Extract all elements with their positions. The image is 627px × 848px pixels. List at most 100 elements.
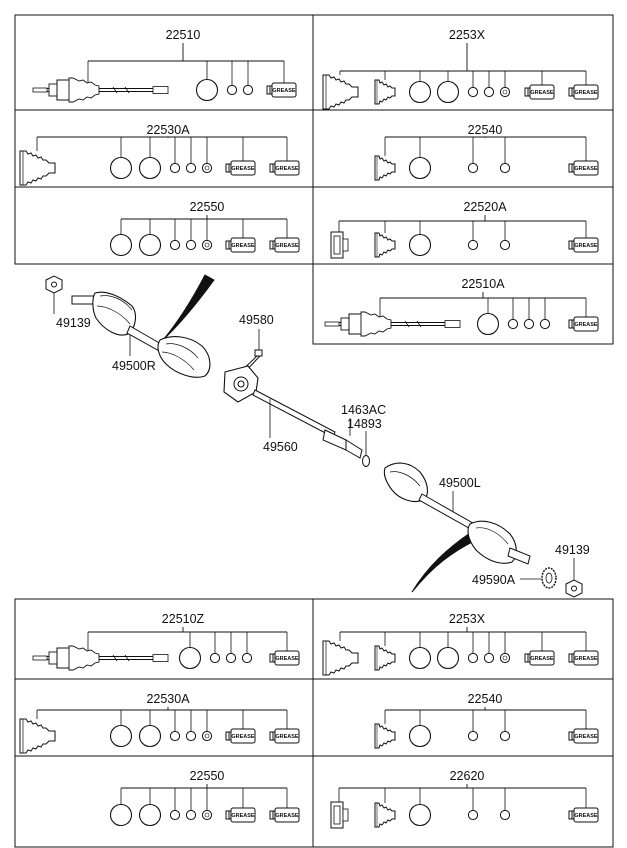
motion-swoosh-icon (162, 274, 215, 341)
clamp-ring-icon (169, 162, 181, 174)
clamp-icon (201, 162, 213, 174)
clamp-ring-icon (483, 86, 495, 98)
boot-band-large-icon (109, 233, 133, 257)
kit-part-number: 22530A (146, 123, 190, 137)
grease-tube: GREASE (269, 650, 300, 666)
assembly-part (96, 305, 131, 325)
grease-label: GREASE (530, 656, 554, 662)
assembly-part (165, 343, 199, 359)
bottom-kits-frame (14, 598, 614, 848)
small-boot-icon (374, 155, 396, 181)
grease-label: GREASE (574, 656, 598, 662)
motion-swoosh-icon (411, 532, 477, 593)
grease-tube: GREASE (568, 807, 599, 823)
callout-49580: 49580 (239, 313, 274, 327)
clamp-icon (499, 86, 511, 98)
kit-part-number: 22520A (463, 200, 507, 214)
grease-tube: GREASE (225, 728, 256, 744)
clamp-ring-icon (185, 162, 197, 174)
clamp-ring-icon (507, 318, 519, 330)
kit-part-number: 22510 (166, 28, 201, 42)
callout-49500l: 49500L (439, 476, 481, 490)
grease-label: GREASE (231, 243, 255, 249)
bolt-head-icon (254, 349, 263, 357)
assembly-part (389, 471, 421, 487)
shaft-icon (323, 310, 462, 338)
boot-band-large-icon (138, 803, 162, 827)
boot-band-large-icon (109, 803, 133, 827)
clamp-icon (201, 730, 213, 742)
grease-label: GREASE (574, 322, 598, 328)
clamp-ring-icon (523, 318, 535, 330)
grease-tube: GREASE (568, 728, 599, 744)
snap-ring-icon (362, 455, 370, 467)
boot-band-large-icon (408, 80, 432, 104)
kit-part-number: 22510A (461, 277, 505, 291)
boot-band-large-icon (109, 724, 133, 748)
clamp-ring-icon (241, 652, 253, 664)
assembly-part (475, 527, 509, 545)
grease-label: GREASE (272, 88, 296, 94)
grease-label: GREASE (231, 734, 255, 740)
grease-label: GREASE (574, 734, 598, 740)
grease-label: GREASE (574, 813, 598, 819)
grease-label: GREASE (574, 166, 598, 172)
boot-band-large-icon (138, 233, 162, 257)
kit-part-number: 22540 (468, 692, 503, 706)
clamp-icon (201, 239, 213, 251)
clamp-ring-icon (225, 652, 237, 664)
bottom_kits-2-part_no: 22530A GREASE GREASE (19, 692, 300, 754)
clamp-ring-icon (467, 239, 479, 251)
boot-band-large-icon (476, 312, 500, 336)
grease-tube: GREASE (225, 160, 256, 176)
shaft-icon (31, 76, 170, 104)
grease-label: GREASE (231, 813, 255, 819)
grease-label: GREASE (275, 734, 299, 740)
grease-tube: GREASE (568, 84, 599, 100)
tone-wheel-icon (541, 567, 557, 589)
kit-part-number: 22620 (450, 769, 485, 783)
grease-tube: GREASE (524, 84, 555, 100)
clamp-ring-icon (185, 730, 197, 742)
clamp-ring-icon (499, 809, 511, 821)
boot-icon (322, 74, 359, 110)
boot-band-large-icon (195, 78, 219, 102)
grease-tube: GREASE (225, 807, 256, 823)
divider (312, 264, 614, 345)
inner-boot-icon (157, 336, 211, 378)
kit-part-number: 2253X (449, 612, 486, 626)
shaft-end-icon (345, 439, 363, 459)
clamp-ring-icon (467, 652, 479, 664)
clamp-ring-icon (169, 730, 181, 742)
kit-part-number: 22550 (190, 200, 225, 214)
callout-49139-left: 49139 (56, 316, 91, 330)
clamp-ring-icon (499, 239, 511, 251)
top-kits-frame (14, 14, 614, 265)
kit-part-number: 22530A (146, 692, 190, 706)
clamp-ring-icon (185, 239, 197, 251)
callout-49139-right: 49139 (555, 543, 590, 557)
assembly-part (99, 295, 133, 311)
clamp-ring-icon (539, 318, 551, 330)
clamp-ring-icon (226, 84, 238, 96)
grease-tube: GREASE (568, 650, 599, 666)
boot-band-large-icon (109, 156, 133, 180)
intermediate-shaft-icon (252, 389, 336, 438)
callout-49500r: 49500R (112, 359, 156, 373)
kit-part-number: 22540 (468, 123, 503, 137)
driveshaft-assembly: 4913949500R49580495601463AC1489349500L49… (45, 274, 590, 598)
boot-icon (19, 718, 56, 754)
outer-stub-icon (507, 547, 531, 565)
grease-tube: GREASE (568, 316, 599, 332)
clamp-ring-icon (185, 809, 197, 821)
clamp-ring-icon (242, 84, 254, 96)
small-boot-icon (374, 802, 396, 828)
